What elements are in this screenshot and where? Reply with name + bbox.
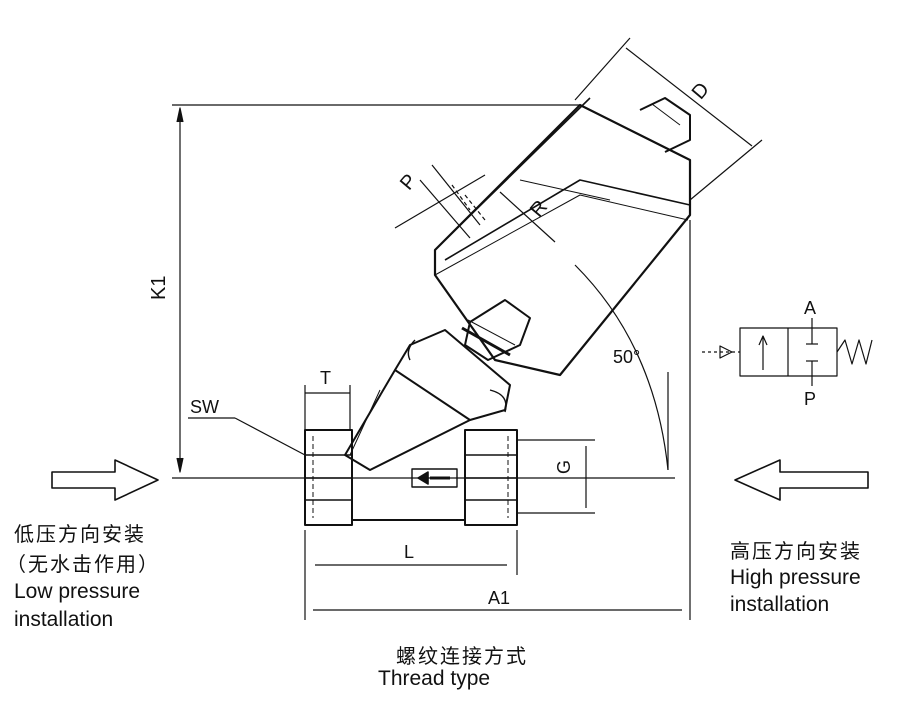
low-pressure-en-line2: installation — [14, 608, 114, 631]
label-port-a: A — [804, 298, 816, 318]
label-p-dim: P — [396, 170, 421, 194]
angle-arc — [574, 264, 669, 471]
low-pressure-en-line1: Low pressure — [14, 580, 141, 603]
label-g: G — [554, 460, 574, 474]
label-k1: K1 — [148, 276, 170, 300]
label-d: D — [688, 78, 714, 103]
valve-bonnet — [344, 329, 511, 471]
label-l: L — [404, 542, 414, 562]
dim-a1 — [304, 220, 691, 620]
label-angle: 50° — [613, 347, 640, 367]
label-a1: A1 — [488, 588, 510, 608]
label-sw: SW — [190, 397, 219, 417]
label-t: T — [320, 368, 331, 388]
label-port-p: P — [804, 389, 816, 409]
dim-d — [574, 37, 763, 201]
valve-symbol — [702, 318, 873, 386]
high-pressure-zh-line1: 高压方向安装 — [730, 539, 862, 563]
actuator — [433, 97, 692, 377]
dim-l — [304, 530, 518, 575]
low-pressure-arrow — [51, 459, 159, 501]
dim-p-r — [394, 164, 556, 243]
high-pressure-en-line2: installation — [730, 593, 830, 616]
thread-type-en: Thread type — [378, 667, 491, 690]
dim-t — [304, 385, 351, 430]
low-pressure-zh-line1: 低压方向安装 — [14, 522, 146, 546]
thread-type-zh: 螺纹连接方式 — [396, 644, 528, 668]
low-pressure-zh-line2: （无水击作用） — [6, 552, 160, 576]
label-r: R — [526, 196, 552, 221]
high-pressure-en-line1: High pressure — [730, 566, 861, 589]
dim-k1 — [172, 104, 580, 473]
high-pressure-arrow — [734, 459, 869, 501]
dim-sw — [188, 417, 306, 456]
